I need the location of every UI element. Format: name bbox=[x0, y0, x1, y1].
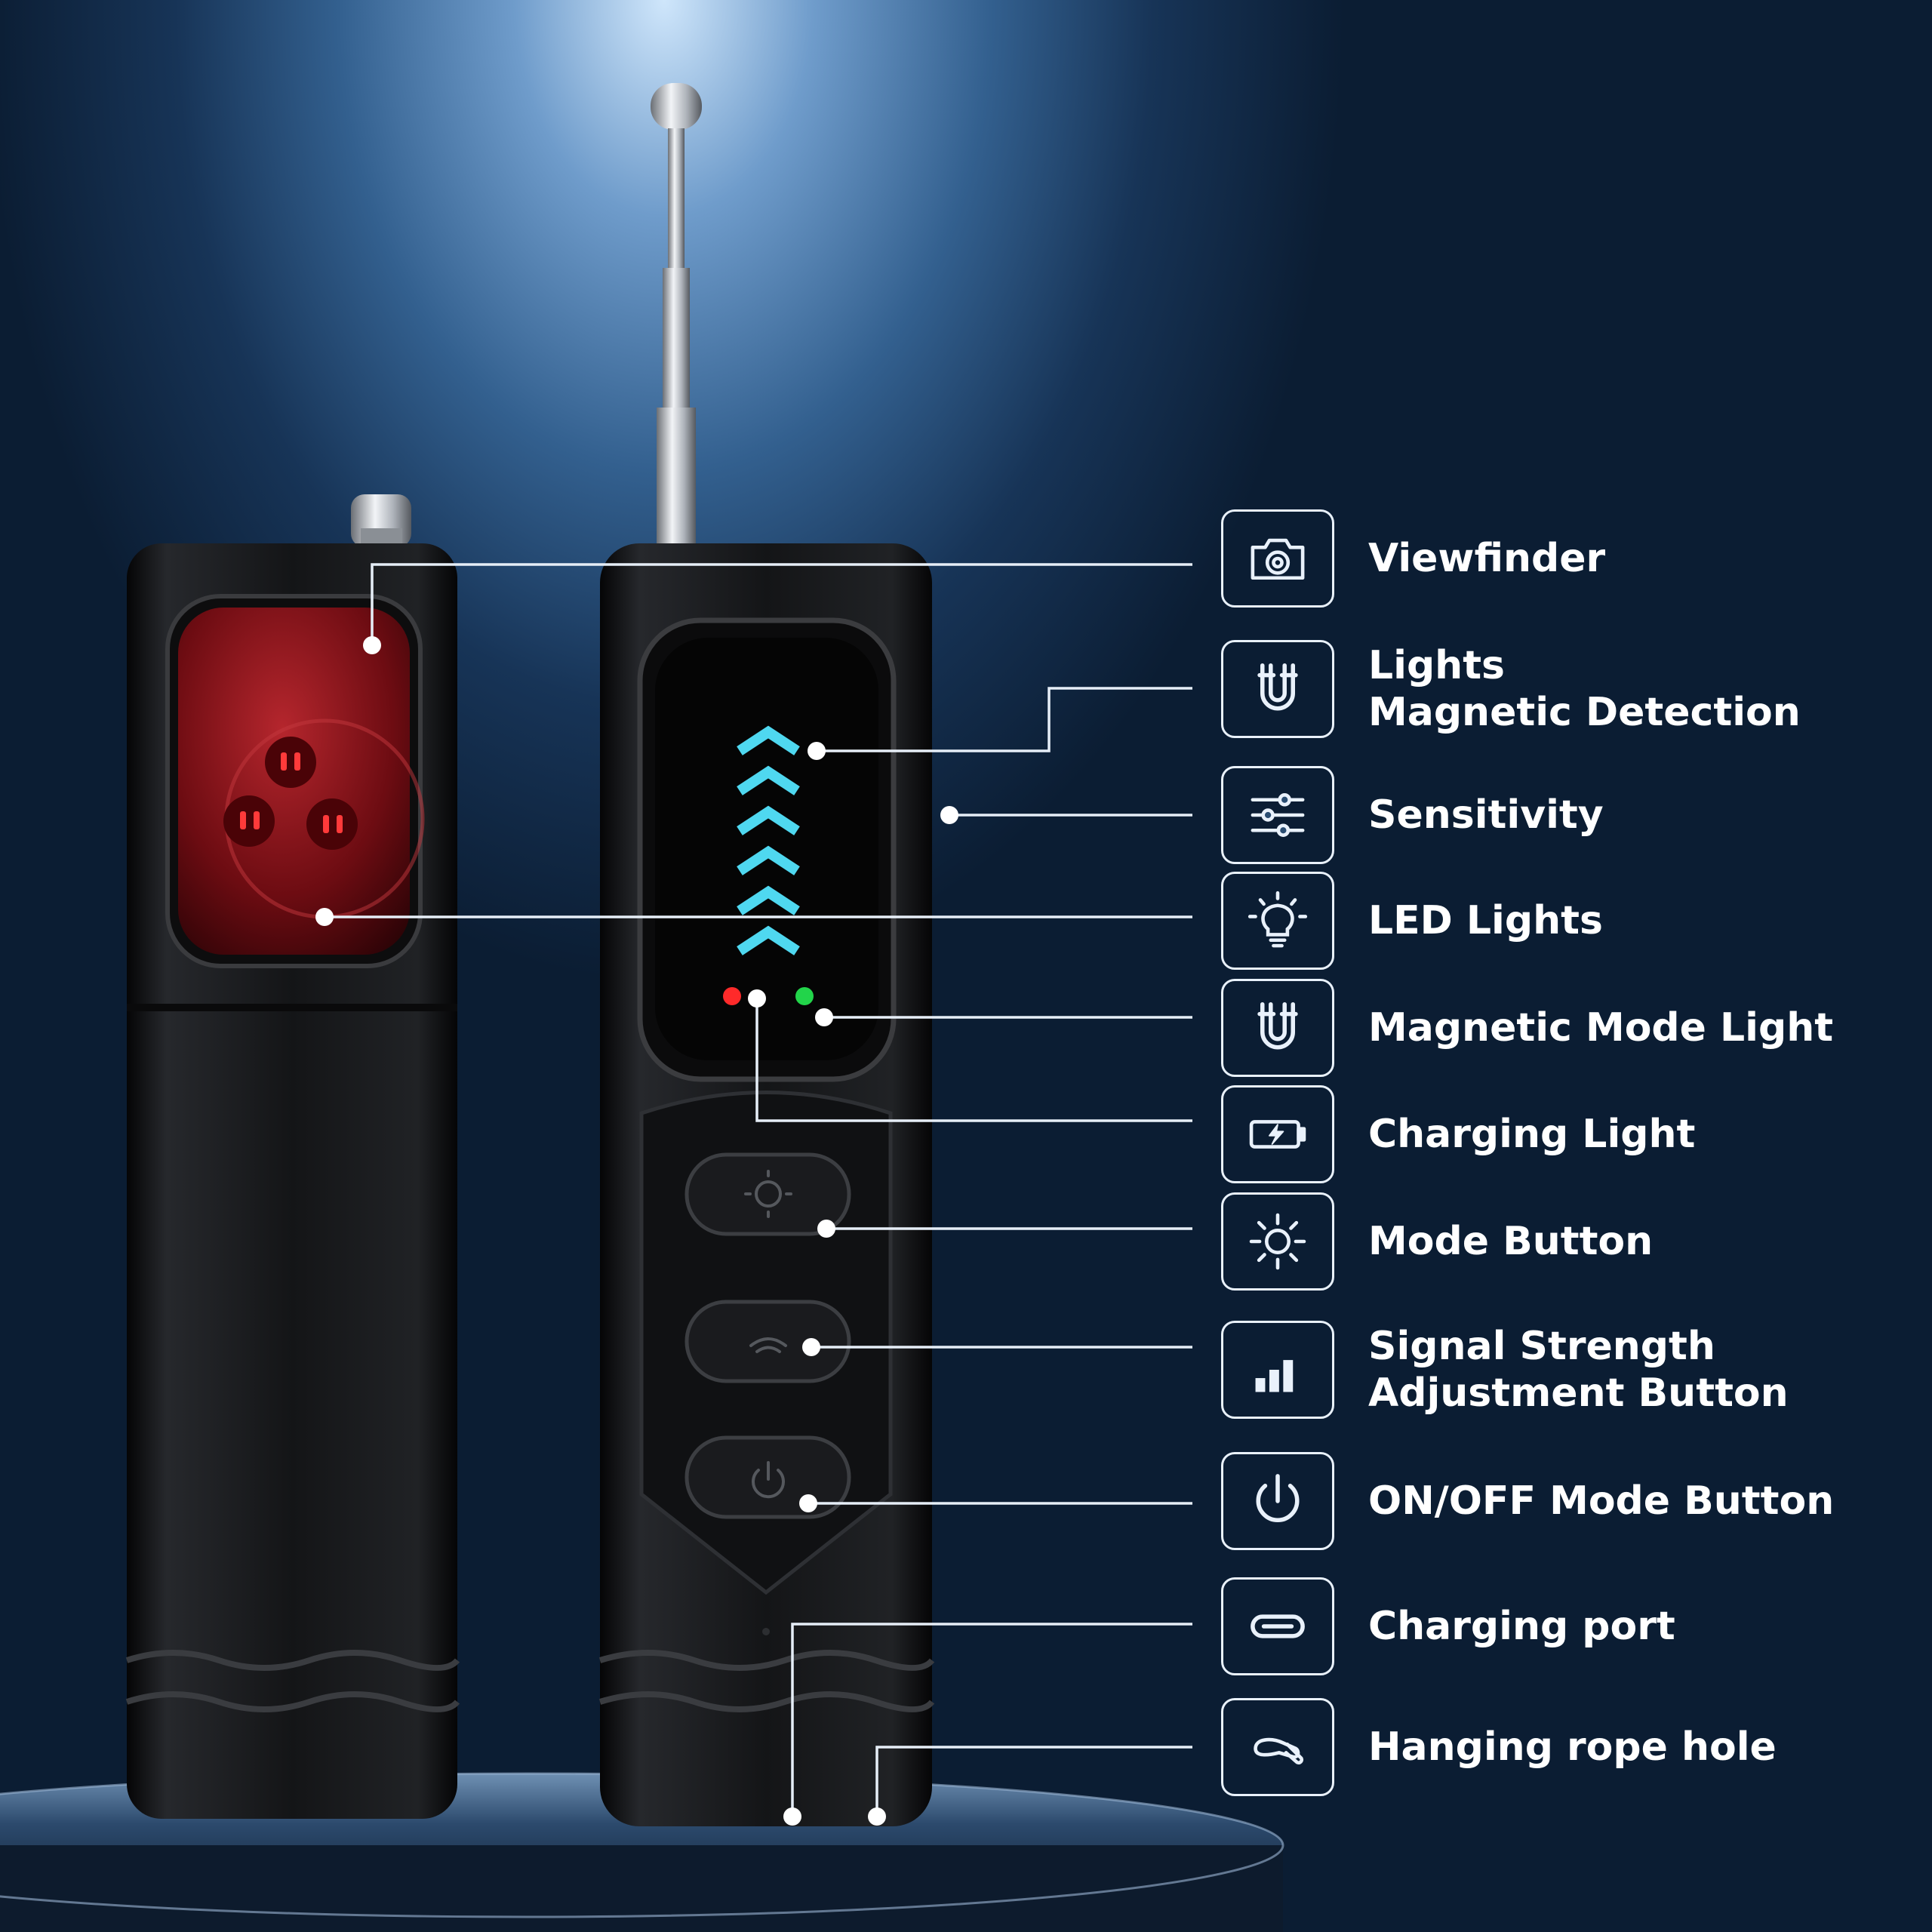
feature-sensitivity: Sensitivity bbox=[1221, 766, 1900, 864]
feature-icon-box bbox=[1221, 1452, 1334, 1550]
signal-level-indicator bbox=[737, 725, 800, 955]
signal-bars-icon bbox=[1255, 1360, 1294, 1392]
feature-icon-box bbox=[1221, 1321, 1334, 1419]
feature-label-line: Magnetic Detection bbox=[1368, 690, 1801, 735]
signal-arrow-2 bbox=[737, 765, 800, 795]
feature-label: ON/OFF Mode Button bbox=[1368, 1478, 1834, 1524]
feature-on-off-mode-button: ON/OFF Mode Button bbox=[1221, 1452, 1900, 1550]
rope-hole-icon bbox=[1254, 1737, 1304, 1764]
feature-icon-box bbox=[1221, 766, 1334, 864]
magnetic-led-green bbox=[795, 987, 814, 1005]
charging-led-red bbox=[723, 987, 741, 1005]
feature-icon-box bbox=[1221, 1085, 1334, 1183]
feature-signal-strength-adjustment: Signal Strength Adjustment Button bbox=[1221, 1321, 1900, 1419]
battery-charging-icon bbox=[1249, 1120, 1306, 1149]
feature-icon-box bbox=[1221, 872, 1334, 970]
feature-label: Charging Light bbox=[1368, 1111, 1695, 1158]
feature-label: Hanging rope hole bbox=[1368, 1724, 1777, 1770]
feature-magnetic-mode-light: Magnetic Mode Light bbox=[1221, 979, 1900, 1077]
sun-icon bbox=[1249, 1213, 1306, 1270]
feature-icon-box bbox=[1221, 1698, 1334, 1796]
feature-label-line: Adjustment Button bbox=[1368, 1371, 1789, 1416]
feature-led-lights: LED Lights bbox=[1221, 872, 1900, 970]
feature-icon-box bbox=[1221, 979, 1334, 1077]
feature-label: Charging port bbox=[1368, 1603, 1675, 1650]
power-icon bbox=[1256, 1474, 1300, 1523]
feature-label: Signal Strength Adjustment Button bbox=[1368, 1323, 1789, 1417]
feature-icon-box bbox=[1221, 1577, 1334, 1675]
feature-label-line: Magnetic Mode Light bbox=[1368, 1005, 1834, 1051]
feature-charging-port: Charging port bbox=[1221, 1577, 1900, 1675]
device-back-view bbox=[125, 494, 460, 1819]
feature-label-line: Mode Button bbox=[1368, 1219, 1654, 1264]
camera-icon bbox=[1251, 538, 1305, 580]
feature-icon-box bbox=[1221, 509, 1334, 608]
signal-arrow-6 bbox=[737, 925, 800, 955]
feature-label-line: Viewfinder bbox=[1368, 536, 1606, 581]
signal-arrow-1 bbox=[737, 725, 800, 755]
feature-label-line: Hanging rope hole bbox=[1368, 1724, 1777, 1770]
feature-label-line: ON/OFF Mode Button bbox=[1368, 1478, 1835, 1524]
feature-label-line: Charging Light bbox=[1368, 1112, 1696, 1157]
callout-lines bbox=[325, 563, 1192, 1817]
feature-label: Magnetic Mode Light bbox=[1368, 1004, 1833, 1051]
device-front-view bbox=[598, 83, 935, 1826]
feature-viewfinder: Viewfinder bbox=[1221, 509, 1900, 608]
magnet-icon bbox=[1257, 1001, 1298, 1050]
signal-arrow-4 bbox=[737, 845, 800, 875]
feature-label-line: Sensitivity bbox=[1368, 792, 1604, 838]
feature-label: LED Lights bbox=[1368, 897, 1603, 944]
usb-c-port-icon bbox=[1251, 1614, 1305, 1638]
feature-mode-button: Mode Button bbox=[1221, 1192, 1900, 1291]
sliders-icon bbox=[1251, 793, 1305, 837]
callout-dots bbox=[315, 636, 958, 1826]
feature-hanging-rope-hole: Hanging rope hole bbox=[1221, 1698, 1900, 1796]
signal-arrow-3 bbox=[737, 805, 800, 835]
feature-lights-magnetic-detection: Lights Magnetic Detection bbox=[1221, 640, 1900, 738]
lightbulb-icon bbox=[1247, 891, 1308, 948]
signal-arrow-5 bbox=[737, 885, 800, 915]
magnet-icon bbox=[1257, 663, 1298, 711]
feature-charging-light: Charging Light bbox=[1221, 1085, 1900, 1183]
feature-label-line: Signal Strength bbox=[1368, 1324, 1715, 1369]
feature-label-line: Charging port bbox=[1368, 1604, 1675, 1649]
feature-label: Viewfinder bbox=[1368, 535, 1605, 582]
feature-label-line: LED Lights bbox=[1368, 898, 1603, 943]
feature-label: Mode Button bbox=[1368, 1218, 1653, 1265]
feature-label: Lights Magnetic Detection bbox=[1368, 642, 1801, 736]
feature-icon-box bbox=[1221, 640, 1334, 738]
feature-label: Sensitivity bbox=[1368, 792, 1604, 838]
feature-icon-box bbox=[1221, 1192, 1334, 1291]
feature-label-line: Lights bbox=[1368, 643, 1506, 688]
